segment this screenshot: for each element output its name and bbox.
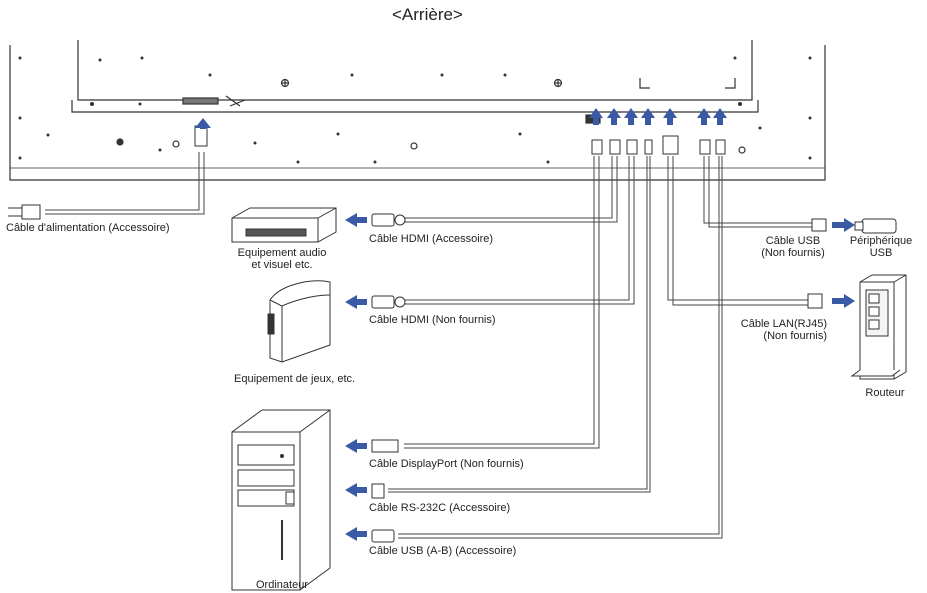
lan-cable-label-line2: (Non fournis) bbox=[763, 330, 827, 342]
displayport-label: Câble DisplayPort (Non fournis) bbox=[369, 458, 524, 470]
rear-ports bbox=[194, 125, 726, 155]
peripheral-label-line2: USB bbox=[869, 247, 893, 259]
diagram-title: <Arrière> bbox=[392, 5, 463, 24]
peripheral-label-line1: Périphérique bbox=[849, 235, 913, 247]
left-arrows bbox=[345, 213, 855, 541]
computer-label: Ordinateur bbox=[256, 579, 308, 591]
rs232c-label: Câble RS-232C (Accessoire) bbox=[369, 502, 511, 514]
lan-cable-label: Câble LAN(RJ45) (Non fournis) bbox=[735, 318, 827, 342]
game-console-device bbox=[267, 280, 331, 363]
hdmi-not-supplied-label: Câble HDMI (Non fournis) bbox=[369, 314, 496, 326]
usb-ab-label: Câble USB (A-B) (Accessoire) bbox=[369, 545, 517, 557]
usb-cable-label: Câble USB (Non fournis) bbox=[748, 235, 838, 259]
router-label: Routeur bbox=[865, 387, 905, 399]
lan-cable-label-line1: Câble LAN(RJ45) bbox=[740, 318, 827, 330]
av-equipment-device bbox=[231, 207, 337, 243]
usb-cable-label-line2: (Non fournis) bbox=[761, 247, 825, 259]
router-device bbox=[850, 274, 907, 380]
game-equipment-label: Equipement de jeux, etc. bbox=[234, 373, 356, 385]
usb-cable-label-line1: Câble USB bbox=[765, 235, 821, 247]
usb-stick-device bbox=[854, 218, 897, 234]
av-equipment-label-line1: Equipement audio bbox=[237, 247, 327, 259]
connector-heads bbox=[8, 204, 827, 543]
av-equipment-label: Equipement audio et visuel etc. bbox=[228, 247, 336, 271]
up-arrows bbox=[195, 108, 727, 129]
computer-tower bbox=[231, 409, 331, 591]
peripheral-label: Périphérique USB bbox=[840, 235, 922, 259]
monitor-rear bbox=[9, 40, 826, 181]
av-equipment-label-line2: et visuel etc. bbox=[251, 259, 313, 271]
power-cable-label: Câble d'alimentation (Accessoire) bbox=[6, 222, 170, 234]
hdmi-accessory-label: Câble HDMI (Accessoire) bbox=[369, 233, 494, 245]
cables bbox=[45, 152, 812, 539]
